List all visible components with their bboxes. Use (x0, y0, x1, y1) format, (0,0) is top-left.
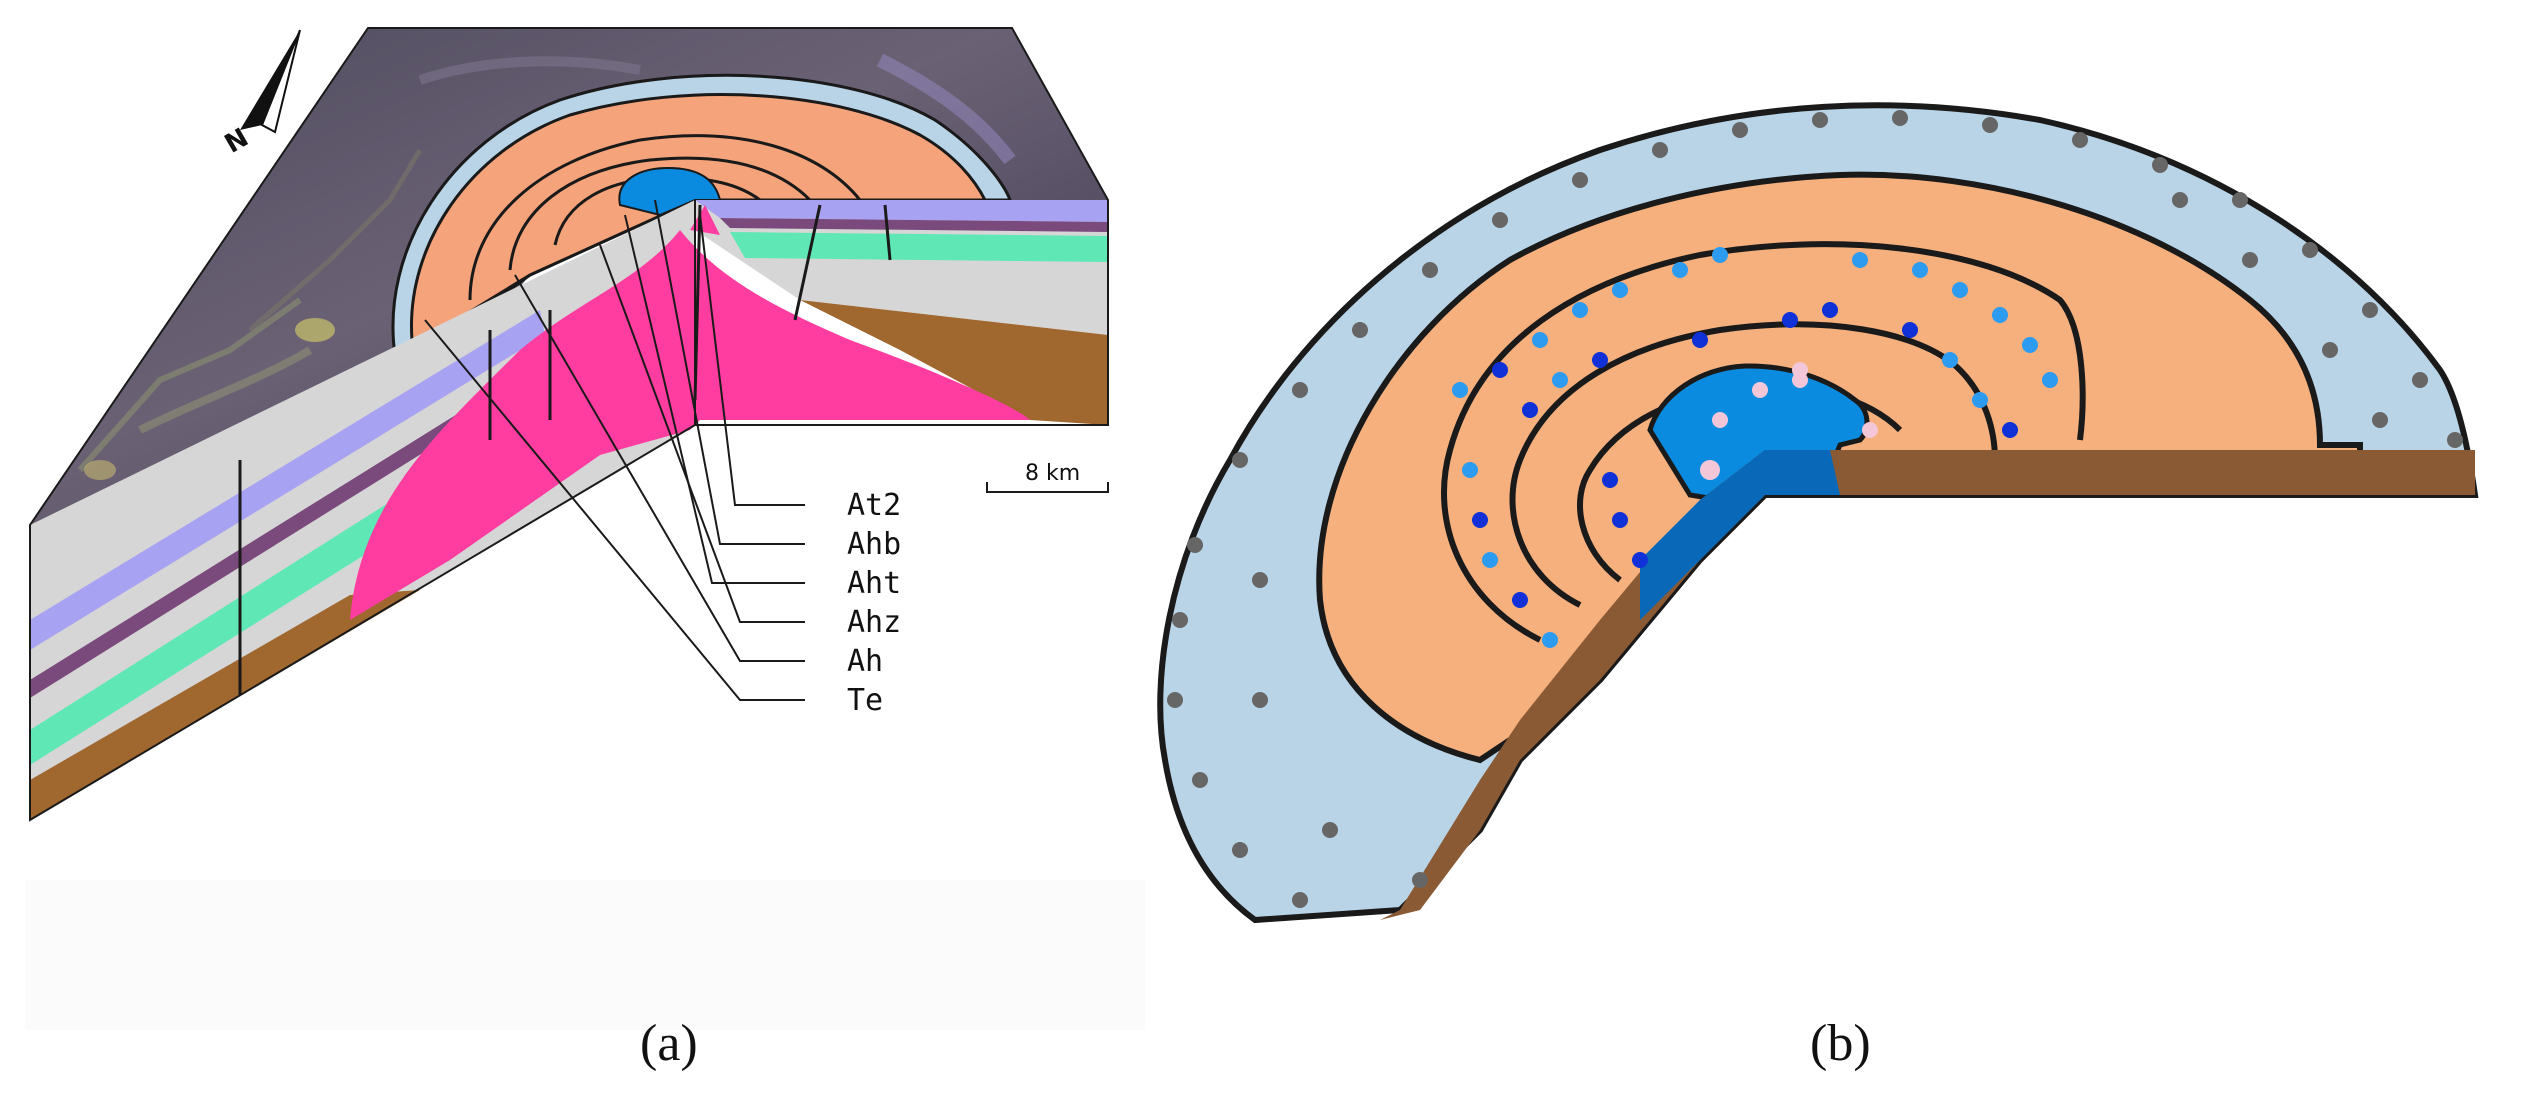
north-arrow-icon: N (220, 29, 301, 160)
center-blue-top (618, 166, 722, 217)
orange-ring-dots (1452, 247, 2058, 648)
back-section-purple-band (695, 200, 1108, 222)
panel-a: At2 Ahb Aht Ahz Ah Te 8 km N (a) (25, 27, 1145, 1072)
unit-label: Aht (847, 566, 901, 601)
magenta-intrusion (350, 230, 1030, 620)
center-dots (1700, 372, 1808, 480)
front-section-darkpurple-band (30, 350, 562, 698)
panel-a-caption: (a) (640, 1015, 698, 1072)
orange-ring-top (409, 93, 988, 343)
north-label: N (220, 123, 254, 160)
unit-label-list: At2 Ahb Aht Ahz Ah Te (847, 488, 901, 718)
unit-label: Te (847, 683, 883, 718)
unit-label: Ahz (847, 605, 901, 640)
scale-bar-label: 8 km (1025, 461, 1080, 486)
ring-structure-top (391, 73, 1013, 357)
cut-face-back (1765, 450, 2475, 495)
cut-face-blue-back (1765, 450, 1840, 495)
unit-label: Ahb (847, 527, 901, 562)
cut-face-blue-front (1640, 450, 1765, 620)
panel-b-caption: (b) (1810, 1015, 1871, 1072)
satellite-texture (77, 53, 1016, 480)
front-section-purple-band (30, 310, 545, 650)
outer-ring-dots (1167, 110, 2463, 908)
scale-bar: 8 km (986, 461, 1109, 493)
label-leaders (424, 199, 805, 701)
block-outline (29, 27, 1109, 822)
back-section-brown-base (800, 300, 1108, 425)
panel-b: (b) (1157, 102, 2479, 1072)
panel-a-background-band (25, 880, 1145, 1030)
unit-label: Ah (847, 644, 883, 679)
back-section-green-band (730, 232, 1108, 262)
unit-label: At2 (847, 488, 901, 523)
